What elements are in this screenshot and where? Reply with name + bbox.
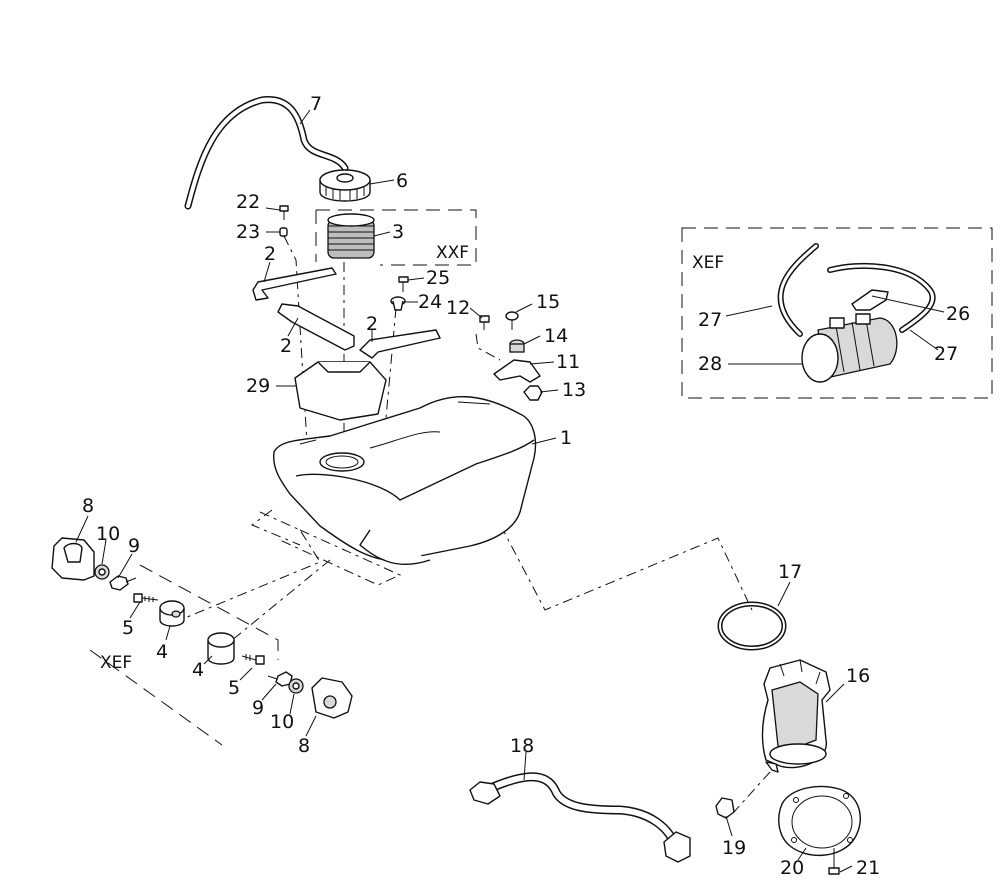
- label-part-27-right: 27: [934, 343, 958, 365]
- variant-label-xxf: XXF: [436, 243, 469, 263]
- grommet-24: [390, 296, 406, 311]
- bolt-22: [279, 205, 289, 220]
- label-part-12: 12: [446, 297, 470, 319]
- nut-13: [523, 385, 543, 401]
- label-part-2-right: 2: [366, 313, 378, 335]
- screw-5-lower: [241, 654, 265, 665]
- label-part-13: 13: [562, 379, 586, 401]
- canister-28: [801, 313, 898, 383]
- label-part-1: 1: [560, 427, 572, 449]
- variant-label-xef-left: XEF: [100, 653, 132, 673]
- seal-strip-right: [359, 329, 441, 359]
- label-part-27-left: 27: [698, 309, 722, 331]
- fuel-line-18: [469, 772, 691, 863]
- label-part-8-lower: 8: [298, 735, 310, 757]
- label-part-10-lower: 10: [270, 711, 294, 733]
- label-part-8-upper: 8: [82, 495, 94, 517]
- clamp-19: [715, 797, 735, 819]
- damper-8-upper: [51, 537, 95, 581]
- screw-25: [398, 276, 409, 292]
- hose-27-right: [827, 262, 936, 333]
- leader-lines: [75, 109, 945, 873]
- label-part-18: 18: [510, 735, 534, 757]
- fuel-pump-16: [761, 659, 831, 773]
- bolt-15: [505, 311, 519, 330]
- assembly-lines: [179, 235, 833, 853]
- label-part-26: 26: [946, 303, 970, 325]
- label-part-10-upper: 10: [96, 523, 120, 545]
- collar-23: [279, 227, 288, 237]
- label-part-15: 15: [536, 291, 560, 313]
- breather-hose: [184, 96, 349, 210]
- label-part-19: 19: [722, 837, 746, 859]
- damper-8-lower: [311, 677, 353, 719]
- fuel-tank: [273, 395, 537, 566]
- rubber-mount-14: [509, 339, 525, 353]
- label-part-7: 7: [310, 93, 322, 115]
- label-part-21: 21: [856, 857, 880, 879]
- label-part-9-lower: 9: [252, 697, 264, 719]
- tank-tray: [294, 361, 387, 421]
- spacer-4-upper: [159, 600, 185, 627]
- fuel-cap: [319, 169, 371, 202]
- label-part-17: 17: [778, 561, 802, 583]
- bolt-9-lower: [267, 671, 293, 687]
- seal-strip-upper: [252, 267, 337, 301]
- label-part-22: 22: [236, 191, 260, 213]
- label-part-28: 28: [698, 353, 722, 375]
- label-part-16: 16: [846, 665, 870, 687]
- label-part-4-lower: 4: [192, 659, 204, 681]
- label-part-11: 11: [556, 351, 580, 373]
- screw-5-upper: [133, 593, 159, 603]
- label-part-24: 24: [418, 291, 442, 313]
- label-part-5-lower: 5: [228, 677, 240, 699]
- label-part-29: 29: [246, 375, 270, 397]
- bolt-12: [479, 315, 490, 330]
- label-part-20: 20: [780, 857, 804, 879]
- bracket-11: [493, 359, 541, 383]
- label-part-23: 23: [236, 221, 260, 243]
- spacer-4-lower: [207, 632, 235, 665]
- label-part-2-upper: 2: [264, 243, 276, 265]
- label-part-4-upper: 4: [156, 641, 168, 663]
- hose-27-left: [777, 243, 819, 337]
- washer-10-lower: [288, 678, 304, 694]
- label-part-5-upper: 5: [122, 617, 134, 639]
- seal-strip-middle: [277, 303, 355, 351]
- xef-left-variant-box: [89, 564, 279, 746]
- label-part-9-upper: 9: [128, 535, 140, 557]
- seal-ring-17: [717, 601, 787, 651]
- xef-right-variant-box: [681, 227, 993, 399]
- screw-21: [828, 848, 840, 875]
- label-part-14: 14: [544, 325, 568, 347]
- label-part-25: 25: [426, 267, 450, 289]
- label-part-6: 6: [396, 170, 408, 192]
- bracket-26: [851, 289, 889, 311]
- gasket-20: [778, 785, 861, 857]
- xxf-variant-box: [315, 209, 477, 266]
- bolt-9-upper: [109, 575, 137, 591]
- label-part-3: 3: [392, 221, 404, 243]
- washer-10-upper: [94, 564, 110, 580]
- part-labels: 7 6 3 22 23 2 2 2 25 24 12 15 14 11 13 1…: [82, 93, 970, 879]
- variant-labels: XXF XEF XEF: [100, 243, 724, 673]
- variant-label-xef-right: XEF: [692, 253, 724, 273]
- fuel-strainer: [327, 213, 375, 259]
- label-part-2-middle: 2: [280, 335, 292, 357]
